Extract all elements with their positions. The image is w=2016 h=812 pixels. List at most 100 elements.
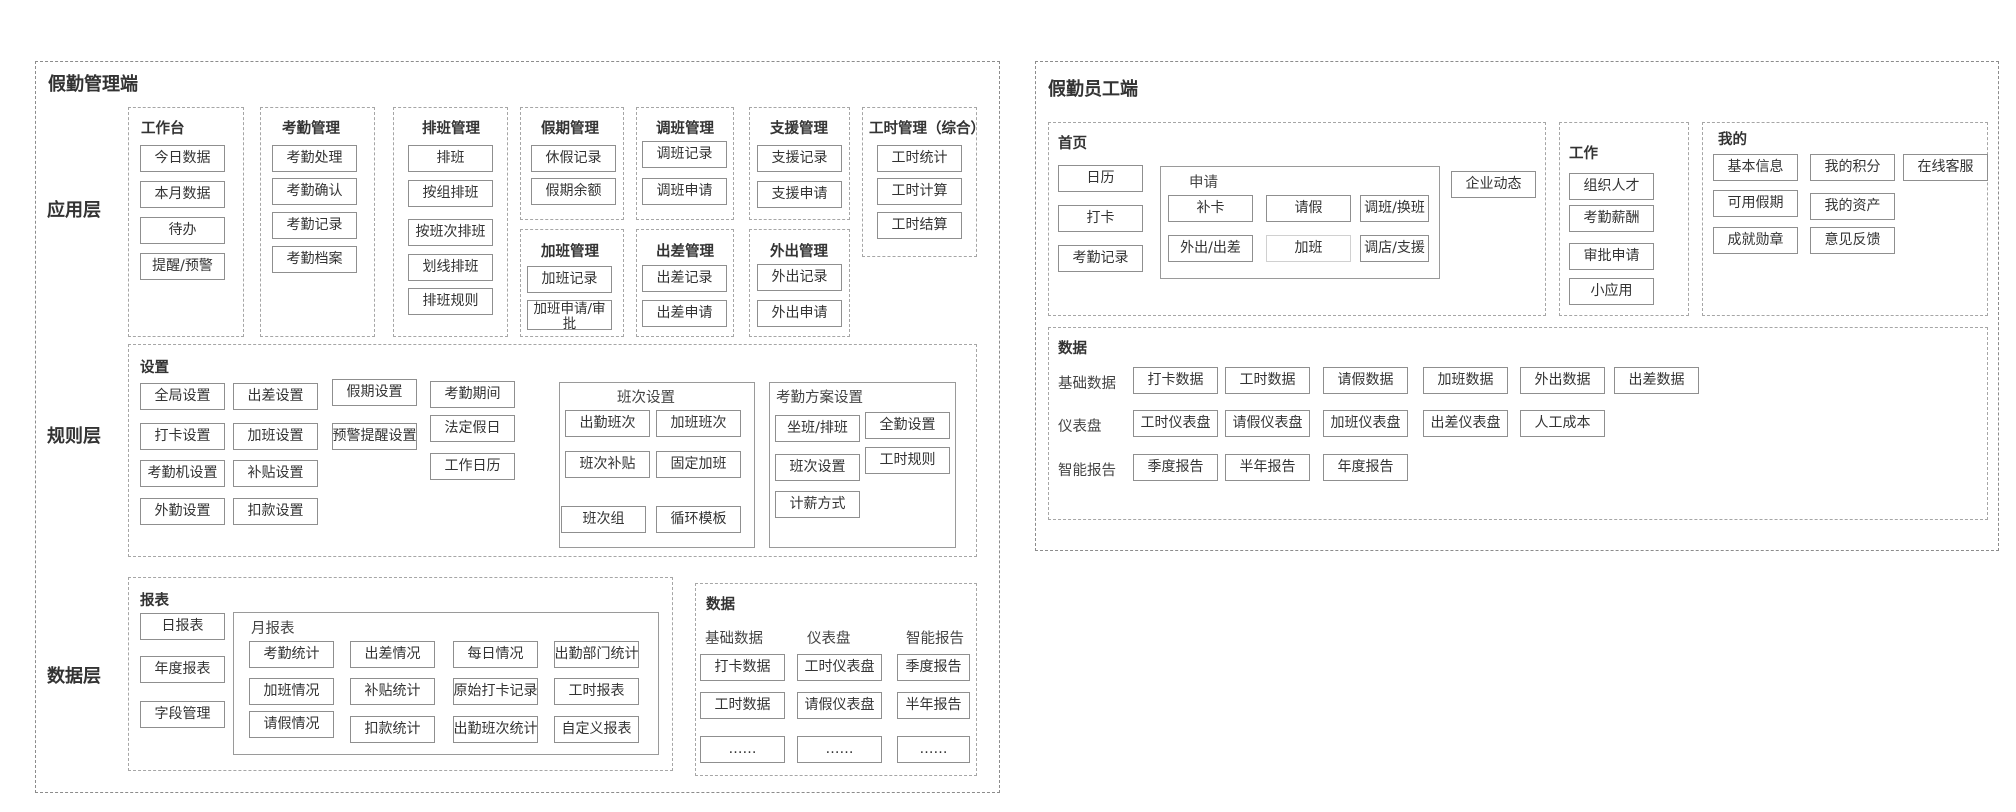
report-item[interactable]: 字段管理 [140,701,225,728]
settings-item[interactable]: 考勤期间 [430,381,515,408]
attendance-item[interactable]: 考勤确认 [272,178,357,205]
monthly-report-item[interactable]: 补贴统计 [350,678,435,705]
trip-item[interactable]: 出差申请 [642,300,727,327]
attendance-item[interactable]: 考勤处理 [272,145,357,172]
mine-item[interactable]: 成就勋章 [1713,227,1798,254]
settings-item[interactable]: 扣款设置 [233,498,318,525]
shift-item[interactable]: 班次组 [561,506,646,533]
monthly-report-item[interactable]: 每日情况 [453,641,538,668]
support-item[interactable]: 支援申请 [757,181,842,208]
plan-item[interactable]: 计薪方式 [775,491,860,518]
workbench-item[interactable]: 本月数据 [140,181,225,208]
report-item[interactable]: 年度报表 [140,656,225,683]
shift-item[interactable]: 出勤班次 [565,410,650,437]
mine-item[interactable]: 可用假期 [1713,190,1798,217]
trip-item[interactable]: 出差记录 [642,265,727,292]
settings-item[interactable]: 加班设置 [233,423,318,450]
plan-item[interactable]: 工时规则 [865,447,950,474]
apply-item[interactable]: 调班/换班 [1360,195,1429,222]
monthly-report-item[interactable]: 出差情况 [350,641,435,668]
employee-data-smart-item[interactable]: 半年报告 [1225,454,1310,481]
schedule-item[interactable]: 按组排班 [408,180,493,207]
employee-data-basic-item[interactable]: 工时数据 [1225,367,1310,394]
schedule-item[interactable]: 按班次排班 [408,219,493,246]
apply-item[interactable]: 加班 [1266,235,1351,262]
employee-data-smart-item[interactable]: 年度报告 [1323,454,1408,481]
employee-data-dashboard-item[interactable]: 工时仪表盘 [1133,410,1218,437]
settings-item[interactable]: 外勤设置 [140,498,225,525]
attendance-item[interactable]: 考勤档案 [272,246,357,273]
support-item[interactable]: 支援记录 [757,145,842,172]
plan-item[interactable]: 坐班/排班 [775,415,860,442]
employee-data-basic-item[interactable]: 请假数据 [1323,367,1408,394]
employee-data-dashboard-item[interactable]: 加班仪表盘 [1323,410,1408,437]
employee-data-smart-item[interactable]: 季度报告 [1133,454,1218,481]
worktime-item[interactable]: 工时计算 [877,178,962,205]
shift-item[interactable]: 固定加班 [656,451,741,478]
home-item[interactable]: 日历 [1058,165,1143,192]
outing-item[interactable]: 外出申请 [757,300,842,327]
admin-data-smart-item[interactable]: 半年报告 [897,692,970,719]
monthly-report-item[interactable]: 工时报表 [554,678,639,705]
work-item[interactable]: 考勤薪酬 [1569,205,1654,232]
plan-item[interactable]: 班次设置 [775,454,860,481]
admin-data-basic-item[interactable]: 工时数据 [700,692,785,719]
monthly-report-item[interactable]: 出勤部门统计 [554,641,639,668]
employee-data-basic-item[interactable]: 打卡数据 [1133,367,1218,394]
settings-item[interactable]: 出差设置 [233,383,318,410]
mine-item[interactable]: 我的积分 [1810,154,1895,181]
work-item[interactable]: 审批申请 [1569,243,1654,270]
admin-data-smart-item[interactable]: 季度报告 [897,654,970,681]
report-item[interactable]: 日报表 [140,613,225,640]
swap-item[interactable]: 调班申请 [642,178,727,205]
apply-item[interactable]: 请假 [1266,195,1351,222]
outing-item[interactable]: 外出记录 [757,264,842,291]
apply-item[interactable]: 调店/支援 [1360,235,1429,262]
worktime-item[interactable]: 工时结算 [877,212,962,239]
workbench-item[interactable]: 提醒/预警 [140,253,225,280]
admin-data-basic-item[interactable]: …… [700,736,785,763]
settings-item[interactable]: 假期设置 [332,379,417,406]
overtime-item[interactable]: 加班记录 [527,266,612,293]
monthly-report-item[interactable]: 自定义报表 [554,716,639,743]
leave-item[interactable]: 休假记录 [531,145,616,172]
employee-data-dashboard-item[interactable]: 请假仪表盘 [1225,410,1310,437]
admin-data-dashboard-item[interactable]: …… [797,736,882,763]
employee-data-basic-item[interactable]: 加班数据 [1423,367,1508,394]
employee-data-dashboard-item[interactable]: 出差仪表盘 [1423,410,1508,437]
leave-item[interactable]: 假期余额 [531,178,616,205]
home-item[interactable]: 打卡 [1058,205,1143,232]
mine-item[interactable]: 意见反馈 [1810,227,1895,254]
settings-item[interactable]: 考勤机设置 [140,460,225,487]
admin-data-dashboard-item[interactable]: 工时仪表盘 [797,654,882,681]
apply-item[interactable]: 补卡 [1168,195,1253,222]
work-item[interactable]: 组织人才 [1569,173,1654,200]
settings-item[interactable]: 工作日历 [430,453,515,480]
plan-item[interactable]: 全勤设置 [865,412,950,439]
settings-item[interactable]: 法定假日 [430,415,515,442]
monthly-report-item[interactable]: 考勤统计 [249,641,334,668]
employee-data-dashboard-item[interactable]: 人工成本 [1520,410,1605,437]
home-item[interactable]: 考勤记录 [1058,245,1143,272]
schedule-item[interactable]: 排班规则 [408,288,493,315]
monthly-report-item[interactable]: 扣款统计 [350,716,435,743]
mine-item[interactable]: 在线客服 [1903,154,1988,181]
apply-item[interactable]: 外出/出差 [1168,235,1253,262]
admin-data-dashboard-item[interactable]: 请假仪表盘 [797,692,882,719]
settings-item[interactable]: 预警提醒设置 [332,423,417,450]
shift-item[interactable]: 加班班次 [656,410,741,437]
shift-item[interactable]: 班次补贴 [565,451,650,478]
settings-item[interactable]: 打卡设置 [140,423,225,450]
settings-item[interactable]: 补贴设置 [233,460,318,487]
admin-data-smart-item[interactable]: …… [897,736,970,763]
attendance-item[interactable]: 考勤记录 [272,212,357,239]
monthly-report-item[interactable]: 出勤班次统计 [453,716,538,743]
work-item[interactable]: 小应用 [1569,278,1654,305]
schedule-item[interactable]: 划线排班 [408,254,493,281]
workbench-item[interactable]: 待办 [140,217,225,244]
worktime-item[interactable]: 工时统计 [877,145,962,172]
employee-data-basic-item[interactable]: 出差数据 [1614,367,1699,394]
mine-item[interactable]: 基本信息 [1713,154,1798,181]
monthly-report-item[interactable]: 原始打卡记录 [453,678,538,705]
monthly-report-item[interactable]: 请假情况 [249,711,334,738]
